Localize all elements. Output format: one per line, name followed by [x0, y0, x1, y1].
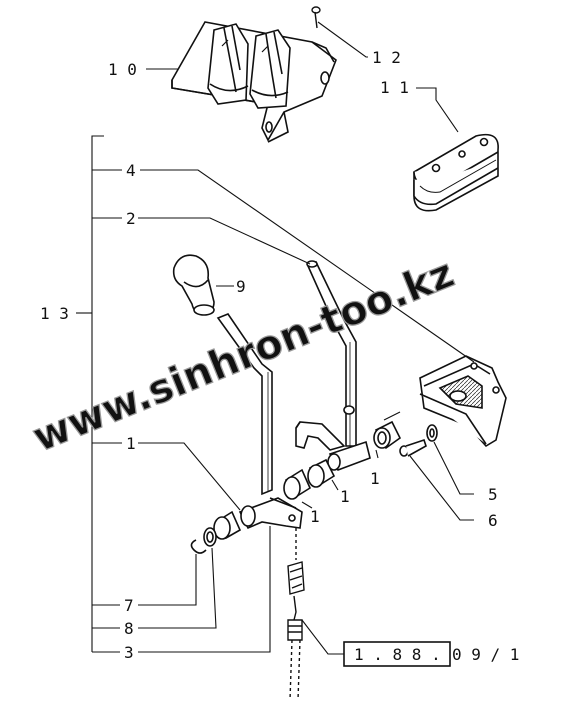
clip-part-7 — [190, 539, 207, 554]
cover-bracket-part-10 — [171, 21, 337, 143]
knob-part-9 — [172, 254, 215, 316]
callout-1-left: 1 — [126, 434, 136, 453]
callout-1-low: 1 — [310, 507, 320, 526]
callout-1-mid: 1 — [340, 487, 350, 506]
rubber-block-part-11 — [413, 133, 499, 212]
callout-13: 1 3 — [40, 304, 69, 323]
callout-12: 1 2 — [372, 48, 401, 67]
callout-4: 4 — [126, 161, 136, 180]
bolt-part-6 — [399, 438, 427, 457]
callout-2: 2 — [126, 209, 136, 228]
callout-5: 5 — [488, 485, 498, 504]
rod-end — [287, 528, 305, 701]
reference-suffix: 0 9 / 1 — [452, 645, 519, 664]
callout-11: 1 1 — [380, 78, 409, 97]
lever-part-2 — [295, 260, 371, 472]
reference-code: 1 . 8 8 . — [354, 645, 441, 664]
callout-6: 6 — [488, 511, 498, 530]
main-lever — [216, 313, 303, 530]
callout-3: 3 — [124, 643, 134, 662]
screw-part-12 — [311, 6, 321, 29]
callout-1-right: 1 — [370, 469, 380, 488]
support-bracket-part-4 — [419, 355, 507, 448]
callout-8: 8 — [124, 619, 134, 638]
callout-9: 9 — [236, 277, 246, 296]
leader-lines — [76, 21, 475, 655]
bushing-left-part-1 — [213, 510, 242, 540]
washer-part-8 — [203, 527, 217, 547]
bushing-right-part-1 — [373, 420, 402, 450]
callout-10: 1 0 — [108, 60, 137, 79]
reference-box — [343, 641, 451, 667]
bushing-middle-part-1 — [283, 458, 336, 500]
washer-part-5 — [426, 424, 438, 442]
callout-labels: 1 0 1 2 1 1 1 3 4 2 9 1 1 1 1 5 6 7 8 3 … — [40, 48, 519, 664]
callout-7: 7 — [124, 596, 134, 615]
